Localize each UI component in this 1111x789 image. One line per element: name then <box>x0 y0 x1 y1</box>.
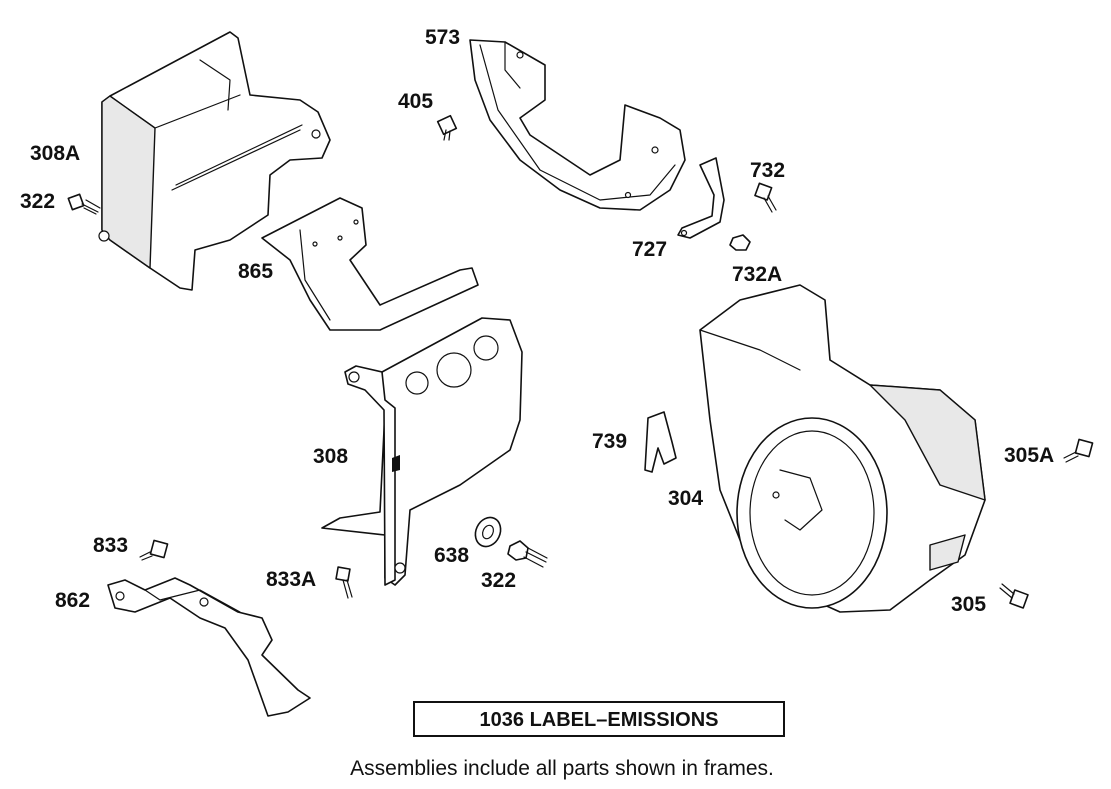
callout-833A: 833A <box>266 568 316 591</box>
part-305A-bolt <box>1063 438 1094 463</box>
callout-304: 304 <box>668 487 703 510</box>
callout-638: 638 <box>434 544 469 567</box>
callout-573: 573 <box>425 26 460 49</box>
callout-305: 305 <box>951 593 986 616</box>
callout-322-top: 322 <box>20 190 55 213</box>
callout-833: 833 <box>93 534 128 557</box>
callout-739: 739 <box>592 430 627 453</box>
callout-732: 732 <box>750 159 785 182</box>
callout-322-bottom: 322 <box>481 569 516 592</box>
part-732-bolt <box>754 182 777 213</box>
part-732A-nut <box>729 234 751 251</box>
callout-305A: 305A <box>1004 444 1054 467</box>
callout-308A: 308A <box>30 142 80 165</box>
part-304-blower-housing <box>699 284 986 613</box>
part-305-bolt <box>999 583 1029 609</box>
part-833-bolt <box>139 539 169 561</box>
emissions-label-text: 1036 LABEL–EMISSIONS <box>480 709 719 731</box>
part-573-bracket <box>469 39 686 211</box>
part-862-bracket <box>107 577 311 717</box>
part-322-bolt-bottom <box>507 540 548 568</box>
callout-308: 308 <box>313 445 348 468</box>
part-322-bolt-top <box>67 193 101 215</box>
callout-865: 865 <box>238 260 273 283</box>
callout-405: 405 <box>398 90 433 113</box>
part-727-strap <box>677 157 725 239</box>
callout-862: 862 <box>55 589 90 612</box>
part-405-screw <box>436 114 458 141</box>
part-833A-bolt <box>335 566 353 599</box>
part-638-washer <box>474 516 502 548</box>
part-739-clip <box>644 411 677 473</box>
part-308A-shroud <box>98 31 331 291</box>
part-865-plate <box>261 197 479 331</box>
callout-732A: 732A <box>732 263 782 286</box>
part-308-shroud <box>321 317 523 586</box>
assemblies-footnote: Assemblies include all parts shown in fr… <box>350 757 774 780</box>
emissions-label-frame: 1036 LABEL–EMISSIONS <box>413 701 785 737</box>
callout-727: 727 <box>632 238 667 261</box>
